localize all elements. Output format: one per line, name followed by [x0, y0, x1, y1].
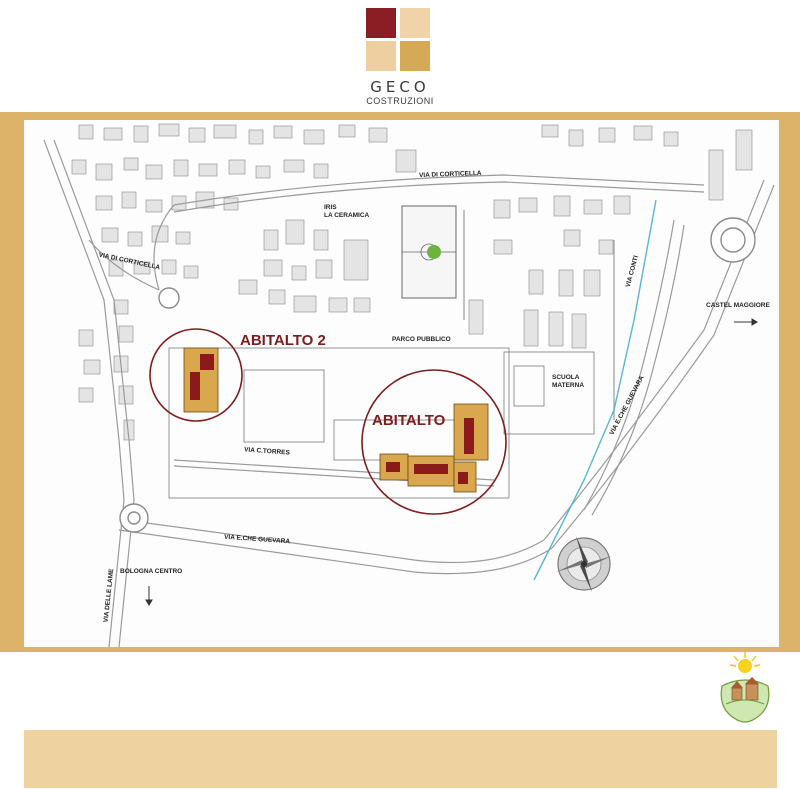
river-line — [533, 199, 657, 581]
label-parco-pubblico: PARCO PUBBLICO — [392, 336, 451, 343]
area-label-abitalto: ABITALTO — [372, 412, 446, 429]
town-emblem-icon — [714, 652, 776, 726]
logo-square-4 — [400, 41, 430, 71]
logo-wordmark: GECO — [370, 78, 430, 96]
area-label-abitalto2: ABITALTO 2 — [240, 332, 326, 349]
label-la-ceramica: LA CERAMICA — [324, 212, 370, 219]
map-frame: VIA DI CORTICELLA VIA DI CORTICELLA IRIS… — [0, 112, 800, 652]
abitalto2-circle — [149, 328, 243, 422]
logo-square-3 — [366, 41, 396, 71]
arrow-down-icon — [145, 586, 153, 606]
logo-square-2 — [400, 8, 430, 38]
label-castel-maggiore: CASTEL MAGGIORE — [706, 302, 770, 309]
label-scuola: SCUOLA — [552, 374, 580, 381]
urban-blocks — [71, 123, 753, 441]
map-drawing — [43, 123, 775, 647]
abitalto-circle — [361, 369, 507, 515]
roundabouts — [119, 217, 756, 533]
abitalto-buildings — [379, 403, 489, 493]
footer-band — [24, 730, 777, 788]
geco-logo: GECO COSTRUZIONI — [356, 6, 444, 106]
label-bologna-centro: BOLOGNA CENTRO — [120, 568, 183, 575]
label-materna: MATERNA — [552, 382, 585, 389]
sports-field-icon — [427, 245, 441, 259]
label-iris: IRIS — [324, 204, 337, 211]
arrow-right-icon — [734, 318, 758, 326]
abitalto2-buildings — [183, 347, 219, 413]
logo-square-1 — [366, 8, 396, 38]
logo-subtitle: COSTRUZIONI — [366, 96, 434, 106]
compass-rose-icon — [556, 536, 612, 592]
site-map: VIA DI CORTICELLA VIA DI CORTICELLA IRIS… — [24, 120, 779, 647]
